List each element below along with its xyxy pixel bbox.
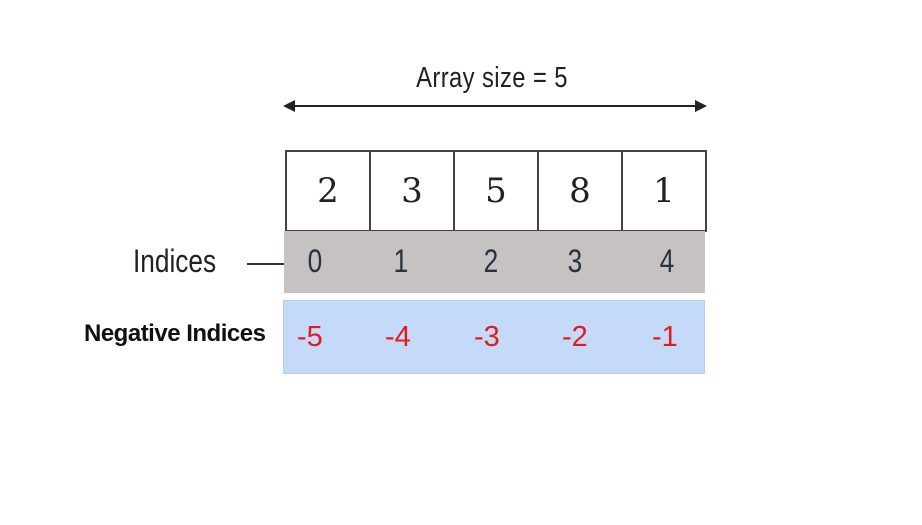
index-value: 0 [307,243,323,279]
array-size-label: Array size = 5 [416,62,568,94]
negative-index-value: -1 [652,321,678,353]
array-cell: 1 [621,150,707,232]
indices-pointer-line [247,263,289,265]
negative-index-value: -2 [562,321,588,353]
array-cell: 2 [285,150,371,232]
index-row: 0 1 2 3 4 [284,231,705,293]
negative-indices-label: Negative Indices [84,320,266,347]
index-value: 2 [483,243,499,279]
array-cell: 5 [453,150,539,232]
array-cell: 8 [537,150,623,232]
negative-index-value: -5 [297,321,323,353]
indices-label: Indices [133,243,217,279]
negative-index-value: -3 [474,321,500,353]
index-value: 1 [393,243,409,279]
index-value: 3 [567,243,583,279]
array-size-arrow [283,100,707,112]
negative-index-value: -4 [385,321,411,353]
index-value: 4 [659,243,675,279]
array-cell: 3 [369,150,455,232]
negative-index-row: -5 -4 -3 -2 -1 [283,300,705,374]
array-cells: 2 3 5 8 1 [285,150,707,232]
